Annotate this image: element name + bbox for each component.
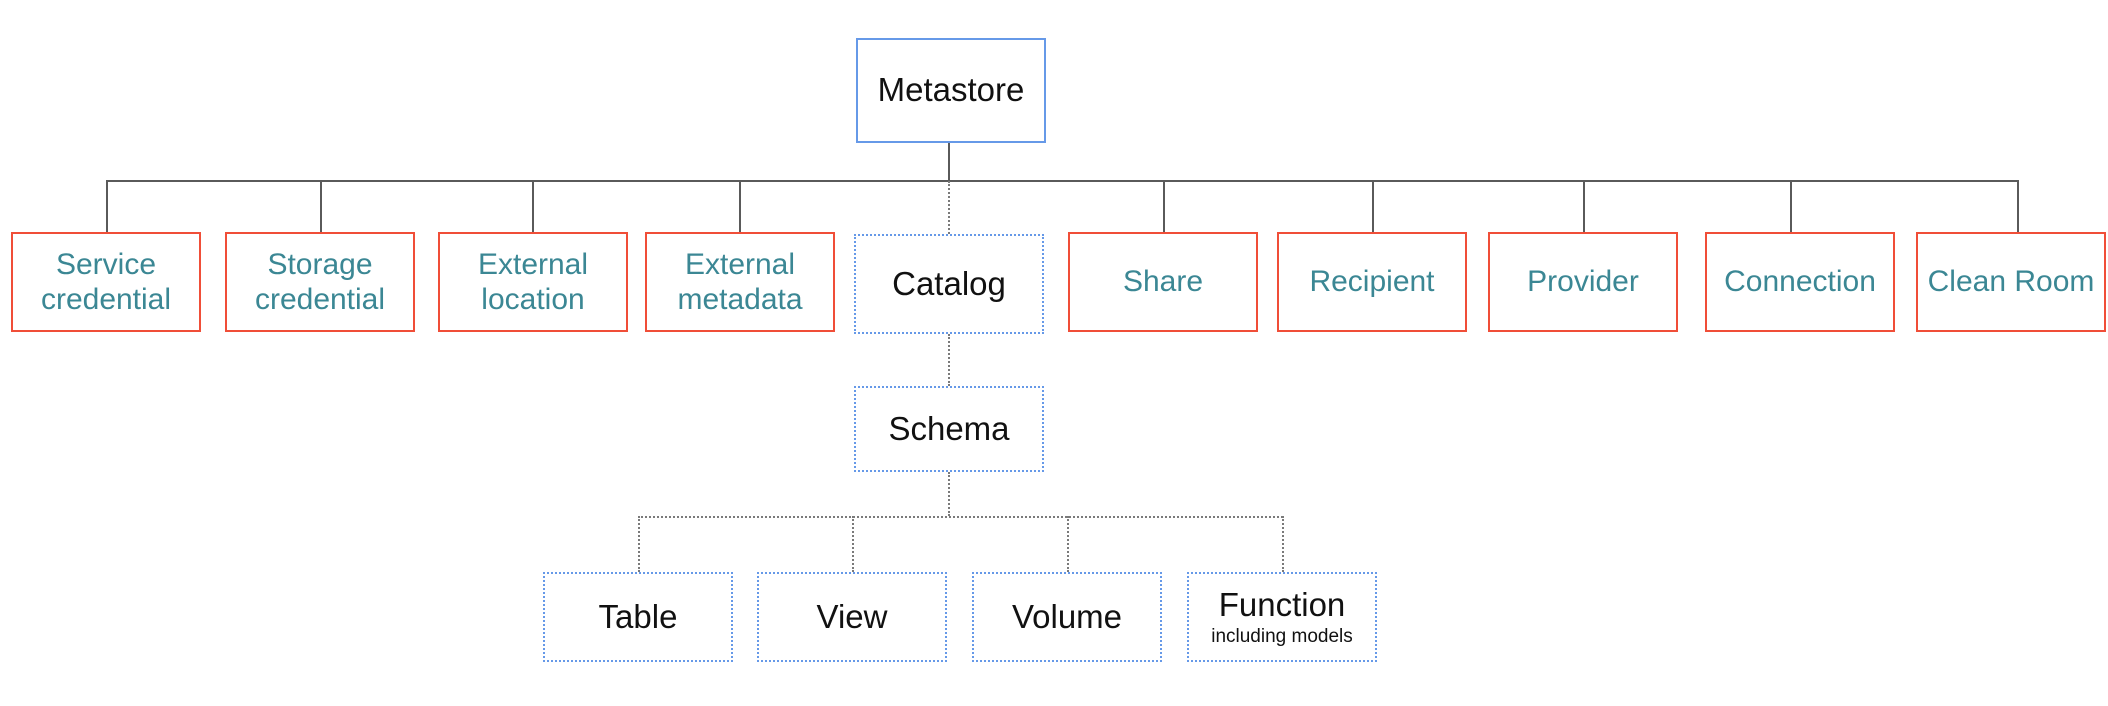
node-function-sublabel: including models (1211, 625, 1353, 647)
node-external-location-label: External location (477, 247, 589, 316)
connector-drop-storage-credential (320, 180, 322, 232)
connector-drop-external-location (532, 180, 534, 232)
node-external-location[interactable]: External location (438, 232, 628, 332)
connector-drop-connection (1790, 180, 1792, 232)
node-connection[interactable]: Connection (1705, 232, 1895, 332)
connector-drop-function (1282, 516, 1284, 572)
connector-drop-table (638, 516, 640, 572)
connector-metastore-stem (948, 143, 950, 180)
node-function[interactable]: Function including models (1187, 572, 1377, 662)
node-recipient[interactable]: Recipient (1277, 232, 1467, 332)
connector-schema-child-bus (638, 516, 1283, 518)
node-clean-room-label: Clean Room (1927, 265, 2095, 299)
node-metastore-label: Metastore (877, 71, 1025, 109)
connector-catalog-to-schema (948, 334, 950, 386)
node-view[interactable]: View (757, 572, 947, 662)
node-function-label: Function (1218, 585, 1346, 623)
node-storage-credential-label: Storage credential (254, 247, 386, 316)
node-recipient-label: Recipient (1309, 265, 1435, 299)
node-provider[interactable]: Provider (1488, 232, 1678, 332)
connector-drop-recipient (1372, 180, 1374, 232)
node-connection-label: Connection (1724, 265, 1876, 299)
node-external-metadata-label: External metadata (677, 247, 803, 316)
node-storage-credential[interactable]: Storage credential (225, 232, 415, 332)
node-clean-room[interactable]: Clean Room (1916, 232, 2106, 332)
node-service-credential[interactable]: Service credential (11, 232, 201, 332)
connector-drop-external-metadata (739, 180, 741, 232)
node-volume[interactable]: Volume (972, 572, 1162, 662)
node-table[interactable]: Table (543, 572, 733, 662)
node-view-label: View (816, 597, 888, 635)
node-provider-label: Provider (1527, 265, 1639, 299)
connector-drop-share (1163, 180, 1165, 232)
connector-main-bus (106, 180, 2018, 182)
node-service-credential-label: Service credential (40, 247, 172, 316)
node-catalog[interactable]: Catalog (854, 234, 1044, 334)
node-share[interactable]: Share (1068, 232, 1258, 332)
node-schema-label: Schema (888, 409, 1010, 447)
connector-schema-stem (948, 472, 950, 516)
connector-drop-catalog (948, 181, 950, 234)
connector-drop-volume (1067, 516, 1069, 572)
connector-drop-service-credential (106, 180, 108, 232)
node-metastore[interactable]: Metastore (856, 38, 1046, 143)
node-share-label: Share (1122, 265, 1204, 299)
connector-drop-view (852, 516, 854, 572)
node-schema[interactable]: Schema (854, 386, 1044, 472)
connector-drop-provider (1583, 180, 1585, 232)
node-table-label: Table (598, 597, 678, 635)
node-external-metadata[interactable]: External metadata (645, 232, 835, 332)
connector-drop-clean-room (2017, 180, 2019, 232)
node-volume-label: Volume (1011, 597, 1123, 635)
node-catalog-label: Catalog (892, 264, 1006, 302)
